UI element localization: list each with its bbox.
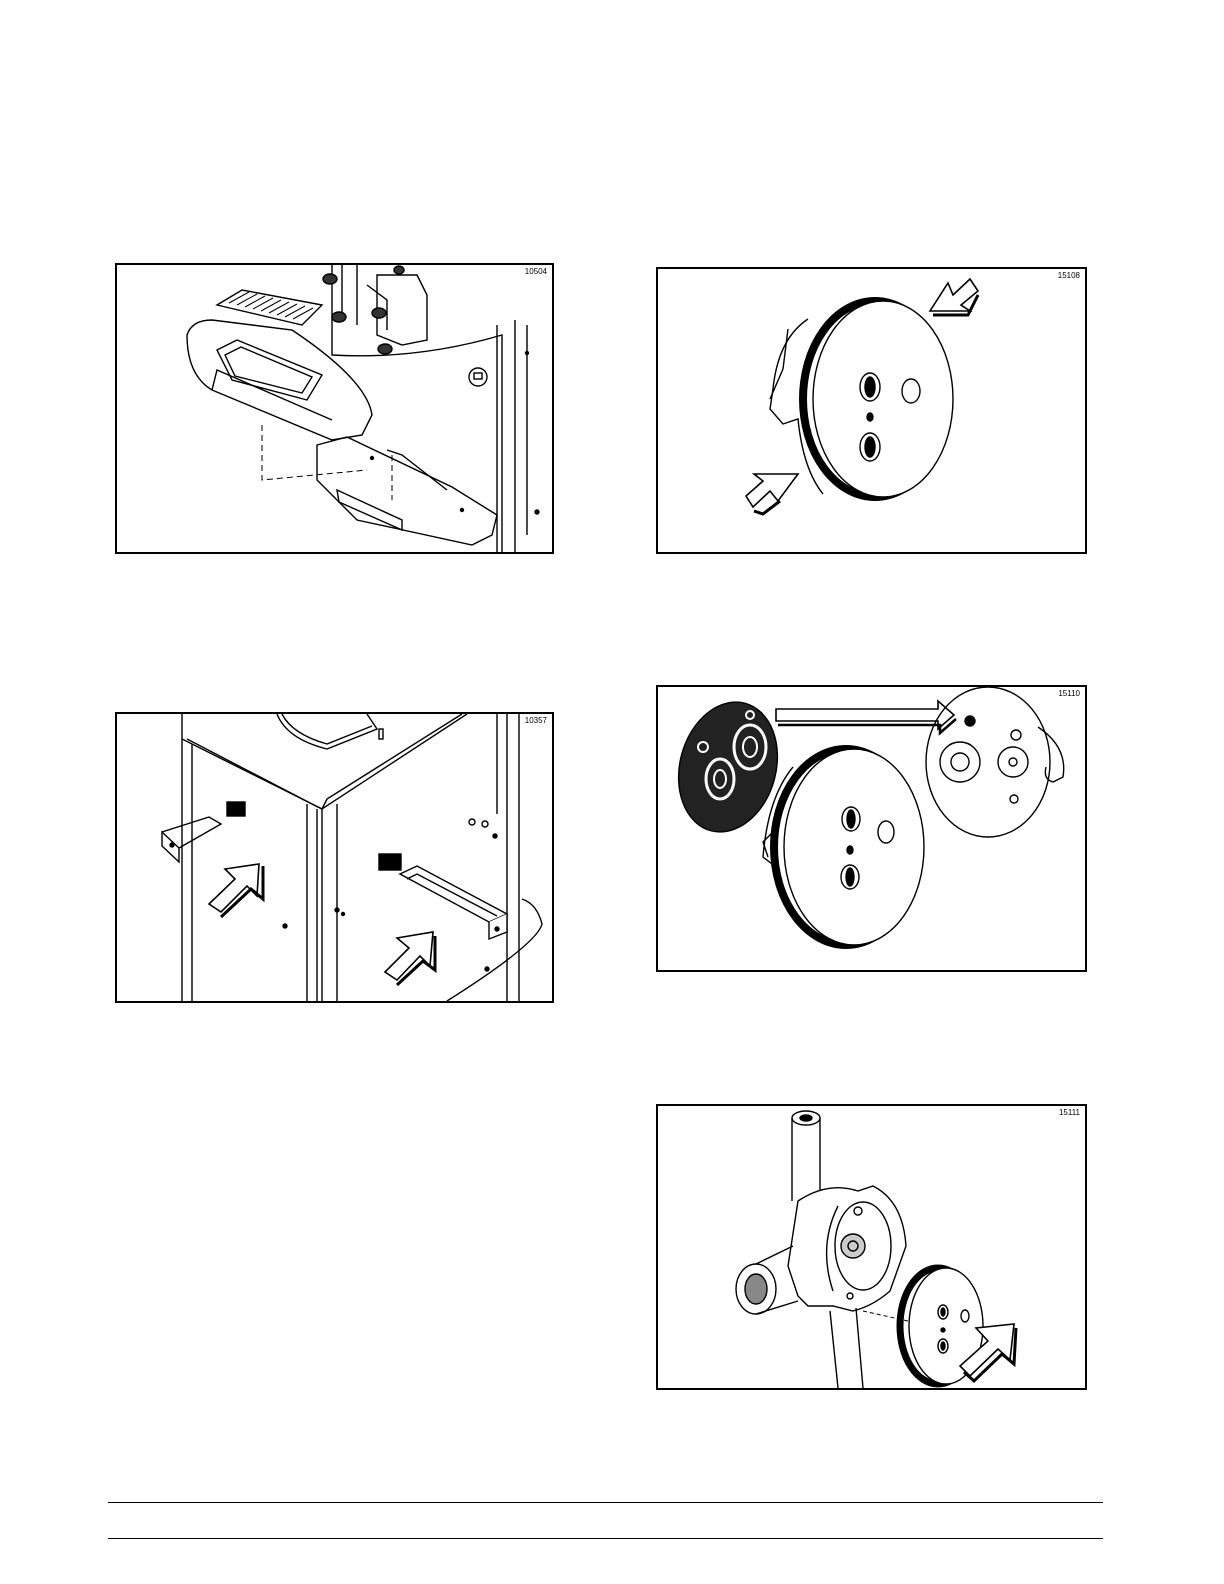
side-panels-illustration — [117, 714, 552, 1001]
face-seal-illustration — [658, 687, 1085, 970]
figure-valve-install: 15111 — [656, 1104, 1087, 1390]
arrow-icon — [385, 932, 435, 985]
footer-rule-top — [108, 1502, 1103, 1503]
figure-drip-tray: 10504 — [115, 263, 554, 554]
arrow-icon — [930, 279, 978, 315]
arrow-icon — [746, 474, 798, 514]
arrow-icon — [776, 701, 956, 733]
figure-side-panels: 10357 — [115, 712, 554, 1003]
valve-disk-illustration — [658, 269, 1085, 552]
footer-rule-bottom — [108, 1538, 1103, 1539]
figure-valve-disk-oring: 15108 — [656, 267, 1087, 554]
figure-face-seal: 15110 — [656, 685, 1087, 972]
valve-install-illustration — [658, 1106, 1085, 1388]
drip-tray-illustration — [117, 265, 552, 552]
arrow-icon — [209, 864, 263, 917]
